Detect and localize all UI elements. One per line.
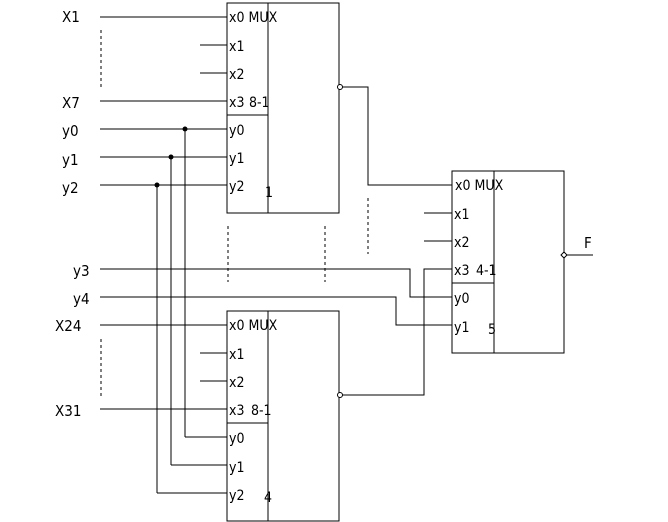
mux-final: x0 MUX x1 x2 x3 4-1 y0 y1 5 (451, 170, 568, 354)
wire-mux4-out (342, 268, 452, 396)
select-bus (154, 126, 227, 494)
mux-top-pin-y2: y2 (229, 179, 244, 195)
input-label-y2: y2 (62, 179, 79, 197)
junction-y2 (154, 182, 160, 188)
mux-bottom-ratio: 8-1 (251, 403, 272, 419)
mux-bottom: x0 MUX x1 x2 x3 8-1 y0 y1 y2 4 (226, 310, 343, 522)
input-label-x31: X31 (55, 402, 81, 420)
mux-final-number: 5 (488, 322, 496, 338)
mux-top-ratio: 8-1 (249, 95, 270, 111)
mux-final-pin-x1: x1 (454, 207, 469, 223)
input-label-x1: X1 (62, 8, 80, 26)
junction-y0 (182, 126, 188, 132)
mux-top-number: 1 (265, 185, 273, 201)
output-label-f: F (584, 234, 592, 252)
mux-top-title: MUX (249, 10, 278, 26)
wires-bottom-mux (100, 324, 227, 410)
mux-top: MUX x0 x1 x2 x3 8-1 y0 y1 y2 1 (226, 2, 343, 214)
mux-top-pin-y0: y0 (229, 123, 244, 139)
wire-y4 (100, 296, 452, 326)
mux-top-pin-x0: x0 (229, 10, 244, 26)
input-label-y0: y0 (62, 122, 79, 140)
input-label-x24: X24 (55, 317, 81, 335)
mux-final-pin-x2: x2 (454, 235, 469, 251)
wires-top-mux (100, 16, 227, 186)
mux-final-pin-y1: y1 (454, 320, 469, 336)
mux-top-pin-x3: x3 (229, 95, 244, 111)
mux-final-output-bubble (560, 251, 568, 259)
mux-top-pin-y1: y1 (229, 151, 244, 167)
wires-final-mux (100, 86, 593, 396)
mux-bottom-pin-x1: x1 (229, 347, 244, 363)
wire-mux1-out (342, 86, 452, 186)
mux-bottom-pin-x3: x3 (229, 403, 244, 419)
input-label-x7: X7 (62, 94, 80, 112)
mux-top-pin-x1: x1 (229, 39, 244, 55)
wire-y3 (100, 268, 452, 298)
mux-final-pin-x3: x3 (454, 263, 469, 279)
mux-top-body (226, 2, 340, 214)
mux-final-body (451, 170, 565, 354)
mux-top-output-bubble (337, 84, 343, 90)
mux-final-title: MUX (475, 178, 504, 194)
mux-bottom-pin-y1: y1 (229, 460, 244, 476)
mux-top-pin-x2: x2 (229, 67, 244, 83)
input-label-y1: y1 (62, 151, 79, 169)
mux-bottom-pin-x2: x2 (229, 375, 244, 391)
mux-final-ratio: 4-1 (476, 263, 497, 279)
mux-bottom-pin-y0: y0 (229, 431, 244, 447)
mux-bottom-title: MUX (249, 318, 278, 334)
junction-y1 (168, 154, 174, 160)
mux-bottom-pin-x0: x0 (229, 318, 244, 334)
mux-bottom-number: 4 (264, 490, 272, 506)
mux-bottom-output-bubble (337, 392, 343, 398)
mux-bottom-pin-y2: y2 (229, 488, 244, 504)
input-label-y3: y3 (73, 262, 90, 280)
input-label-y4: y4 (73, 290, 90, 308)
mux-final-pin-y0: y0 (454, 291, 469, 307)
mux-bottom-body (226, 310, 340, 522)
mux-final-pin-x0: x0 (455, 178, 470, 194)
